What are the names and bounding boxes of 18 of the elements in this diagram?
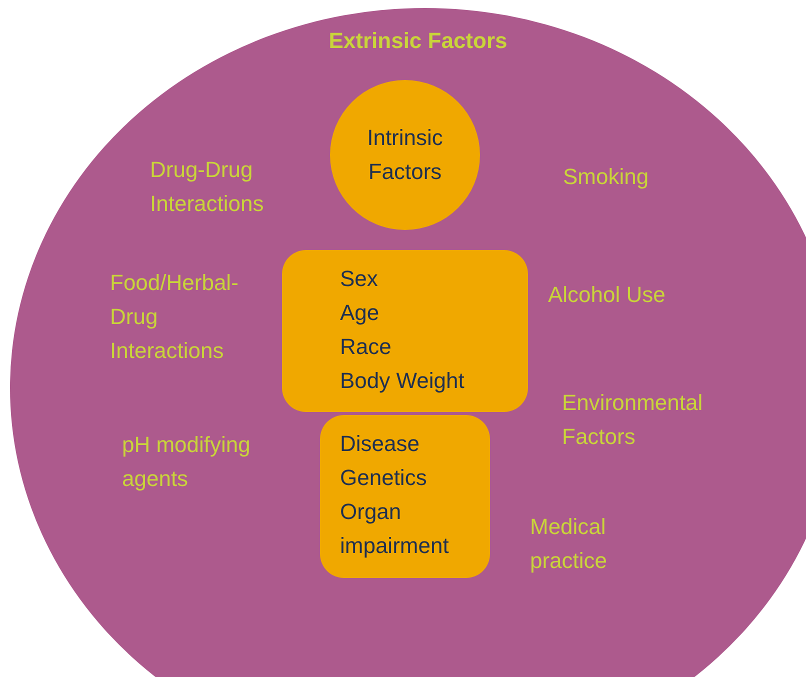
- factor-label: pH modifying agents: [122, 431, 252, 493]
- node-text: Age: [340, 299, 380, 327]
- node-text: Genetics: [340, 464, 428, 492]
- factor-label: Smoking: [563, 163, 650, 191]
- rounded-box: [320, 415, 490, 578]
- factor-label: Medical practice: [530, 513, 608, 575]
- factor-label: Environmental Factors: [562, 389, 704, 451]
- factor-label: Drug-Drug Interactions: [150, 156, 265, 218]
- node-text: Race: [340, 333, 392, 361]
- node-text: Organ impairment: [340, 498, 450, 560]
- rounded-box: [282, 250, 528, 412]
- factor-label: Food/Herbal-Drug Interactions: [110, 269, 240, 365]
- heading: Extrinsic Factors: [328, 27, 508, 55]
- node-text: Sex: [340, 265, 379, 293]
- node-text: Disease: [340, 430, 420, 458]
- factor-label: Alcohol Use: [548, 281, 666, 309]
- node-text: Intrinsic Factors: [366, 124, 444, 186]
- node-text: Body Weight: [340, 367, 466, 395]
